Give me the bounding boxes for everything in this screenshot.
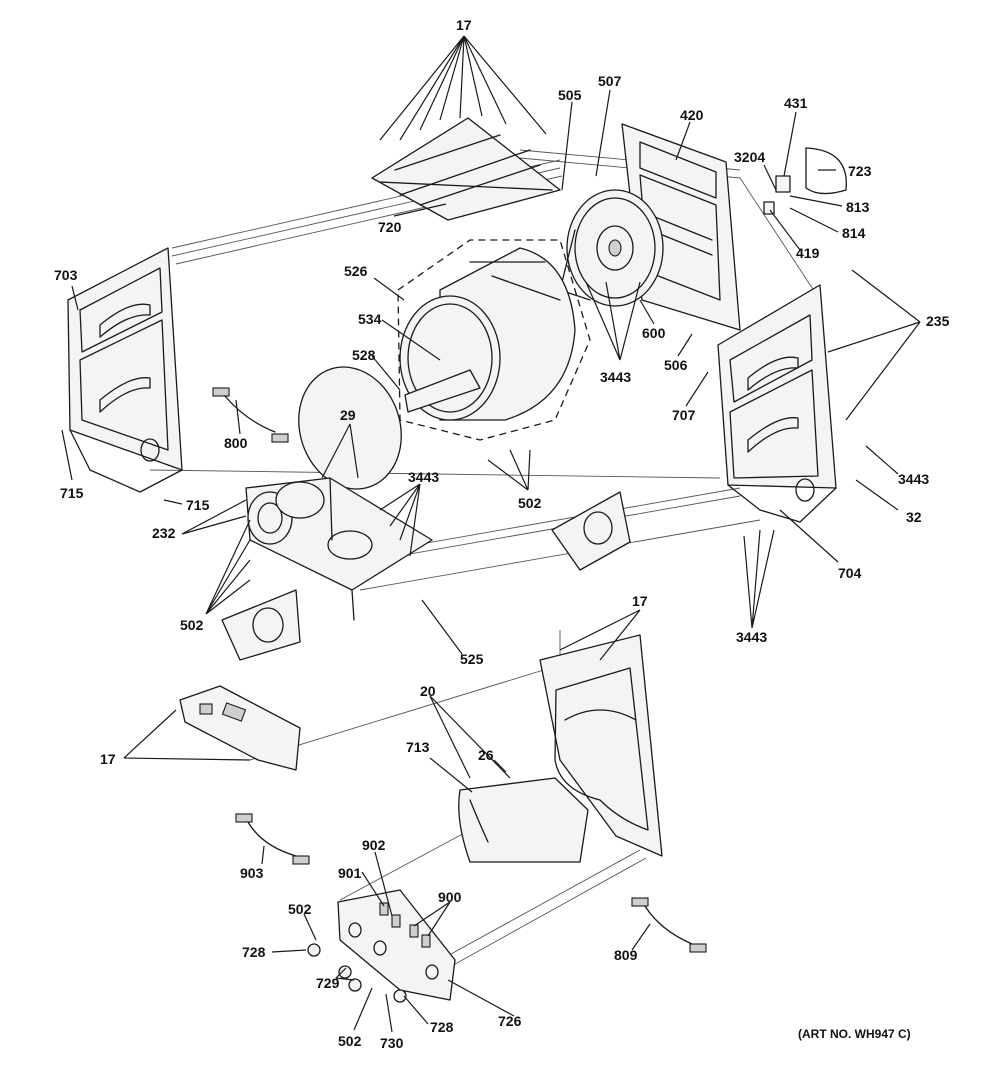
- door-713: [458, 777, 589, 863]
- callout-3443-blower: 3443: [408, 469, 439, 485]
- callout-901: 901: [338, 865, 362, 881]
- callout-17-left: 17: [100, 751, 116, 767]
- callout-703: 703: [54, 267, 78, 283]
- callout-600: 600: [642, 325, 666, 341]
- callout-419: 419: [796, 245, 820, 261]
- control-console: [337, 889, 456, 1001]
- callout-534: 534: [358, 311, 382, 327]
- callout-713: 713: [406, 739, 430, 755]
- callout-526: 526: [344, 263, 368, 279]
- leader-lines: [61, 35, 921, 1033]
- drum-rear-plate: [559, 189, 664, 307]
- callout-3204: 3204: [734, 149, 765, 165]
- callout-29: 29: [340, 407, 356, 423]
- callout-728-left: 728: [242, 944, 266, 960]
- callout-3443-drum: 3443: [600, 369, 631, 385]
- hardware-431-723: [763, 147, 847, 215]
- callout-729: 729: [316, 975, 340, 991]
- callout-235: 235: [926, 313, 950, 329]
- callout-809: 809: [614, 947, 638, 963]
- drum-526: [397, 239, 591, 441]
- callout-505: 505: [558, 87, 582, 103]
- callout-900: 900: [438, 889, 462, 905]
- callout-507: 507: [598, 73, 622, 89]
- callout-3443-bottom: 3443: [736, 629, 767, 645]
- wire-harness-800: [212, 387, 289, 443]
- side-panel-703: [67, 247, 183, 493]
- callout-232: 232: [152, 525, 176, 541]
- blower-assembly: [245, 477, 433, 621]
- callout-814: 814: [842, 225, 866, 241]
- callout-704: 704: [838, 565, 862, 581]
- wire-harness-809: [631, 897, 707, 953]
- callout-723: 723: [848, 163, 872, 179]
- callout-730: 730: [380, 1035, 404, 1051]
- front-panel: [539, 634, 663, 857]
- callout-502-left: 502: [180, 617, 204, 633]
- art-number-label: (ART NO. WH947 C): [798, 1027, 911, 1041]
- callout-17-front: 17: [632, 593, 648, 609]
- callout-420: 420: [680, 107, 704, 123]
- callout-726: 726: [498, 1013, 522, 1029]
- callout-800: 800: [224, 435, 248, 451]
- callout-525: 525: [460, 651, 484, 667]
- callout-903: 903: [240, 865, 264, 881]
- callout-728-right: 728: [430, 1019, 454, 1035]
- duct-bracket-left: [221, 589, 301, 661]
- callout-902: 902: [362, 837, 386, 853]
- callout-431: 431: [784, 95, 808, 111]
- callout-502-drum: 502: [518, 495, 542, 511]
- callout-17-top: 17: [456, 17, 472, 33]
- control-board: [179, 685, 301, 771]
- callout-labels: 17 505 507 420 431 3204 723 813 814 419 …: [54, 17, 950, 1051]
- callout-502-console: 502: [288, 901, 312, 917]
- callout-720: 720: [378, 219, 402, 235]
- callout-20: 20: [420, 683, 436, 699]
- callout-32: 32: [906, 509, 922, 525]
- callout-715-left: 715: [60, 485, 84, 501]
- duct-bracket-middle: [551, 491, 631, 571]
- callout-506: 506: [664, 357, 688, 373]
- side-panel-704: [717, 284, 837, 523]
- wire-harness-903: [235, 813, 310, 865]
- callout-502-bottom: 502: [338, 1033, 362, 1049]
- knobs: [307, 943, 407, 1003]
- top-panel-720: [371, 117, 561, 221]
- callout-3443-right: 3443: [898, 471, 929, 487]
- callout-26: 26: [478, 747, 494, 763]
- callout-707: 707: [672, 407, 696, 423]
- callout-813: 813: [846, 199, 870, 215]
- callout-528: 528: [352, 347, 376, 363]
- callout-715-right: 715: [186, 497, 210, 513]
- assembly-guide-lines: [149, 149, 821, 969]
